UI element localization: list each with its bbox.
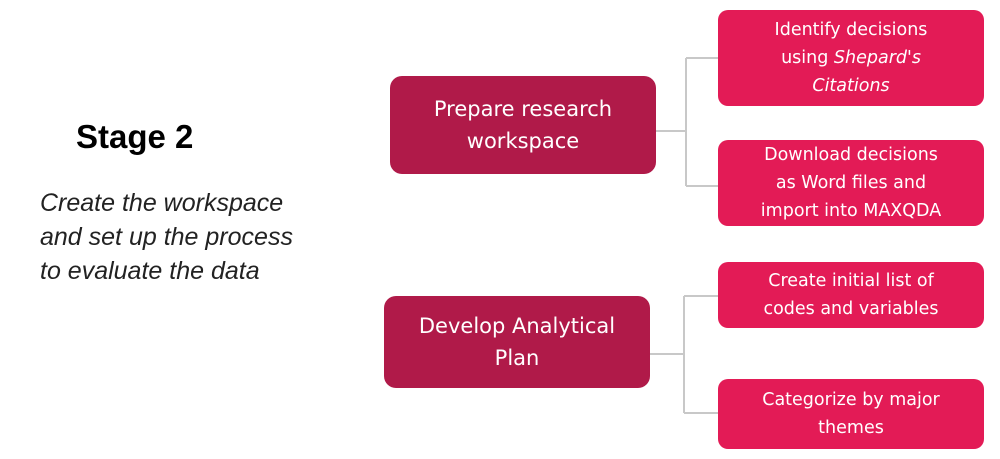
- box-label-line: themes: [818, 418, 884, 438]
- categorize-themes-box: Categorize by major themes: [718, 379, 984, 449]
- stage-description-line: Create the workspace: [40, 189, 284, 217]
- box-label-line: Categorize by major: [762, 390, 940, 410]
- box-label-text: using: [781, 48, 834, 68]
- citations-italic-text: Citations: [812, 76, 890, 96]
- box-label-line: as Word files and: [775, 173, 927, 193]
- shepards-italic-text: Shepard's: [833, 48, 921, 68]
- box-label-line: Develop Analytical: [418, 314, 616, 338]
- stage-title: Stage 2: [76, 118, 194, 155]
- box-label-line: Download decisions: [764, 145, 938, 165]
- download-decisions-box: Download decisions as Word files and imp…: [718, 140, 984, 226]
- box-label-line: using Shepard's: [781, 44, 921, 72]
- stage-description-line: to evaluate the data: [40, 257, 260, 285]
- connector-develop: [650, 295, 718, 414]
- box-label-line: workspace: [466, 129, 580, 153]
- create-codes-box: Create initial list of codes and variabl…: [718, 262, 984, 328]
- connector-prepare: [656, 57, 718, 187]
- box-label-line: Create initial list of: [768, 271, 934, 291]
- box-label-line: Plan: [494, 346, 540, 370]
- box-label-line: Identify decisions: [774, 20, 928, 40]
- stage-description: Create the workspace and set up the proc…: [40, 186, 370, 288]
- box-label-line: Prepare research: [433, 97, 613, 121]
- box-label-line: codes and variables: [763, 299, 939, 319]
- identify-decisions-box: Identify decisions using Shepard's Citat…: [718, 10, 984, 106]
- stage-description-line: and set up the process: [40, 223, 293, 251]
- box-label-line: import into MAXQDA: [760, 201, 942, 221]
- prepare-workspace-box: Prepare research workspace: [390, 76, 656, 174]
- develop-plan-box: Develop Analytical Plan: [384, 296, 650, 388]
